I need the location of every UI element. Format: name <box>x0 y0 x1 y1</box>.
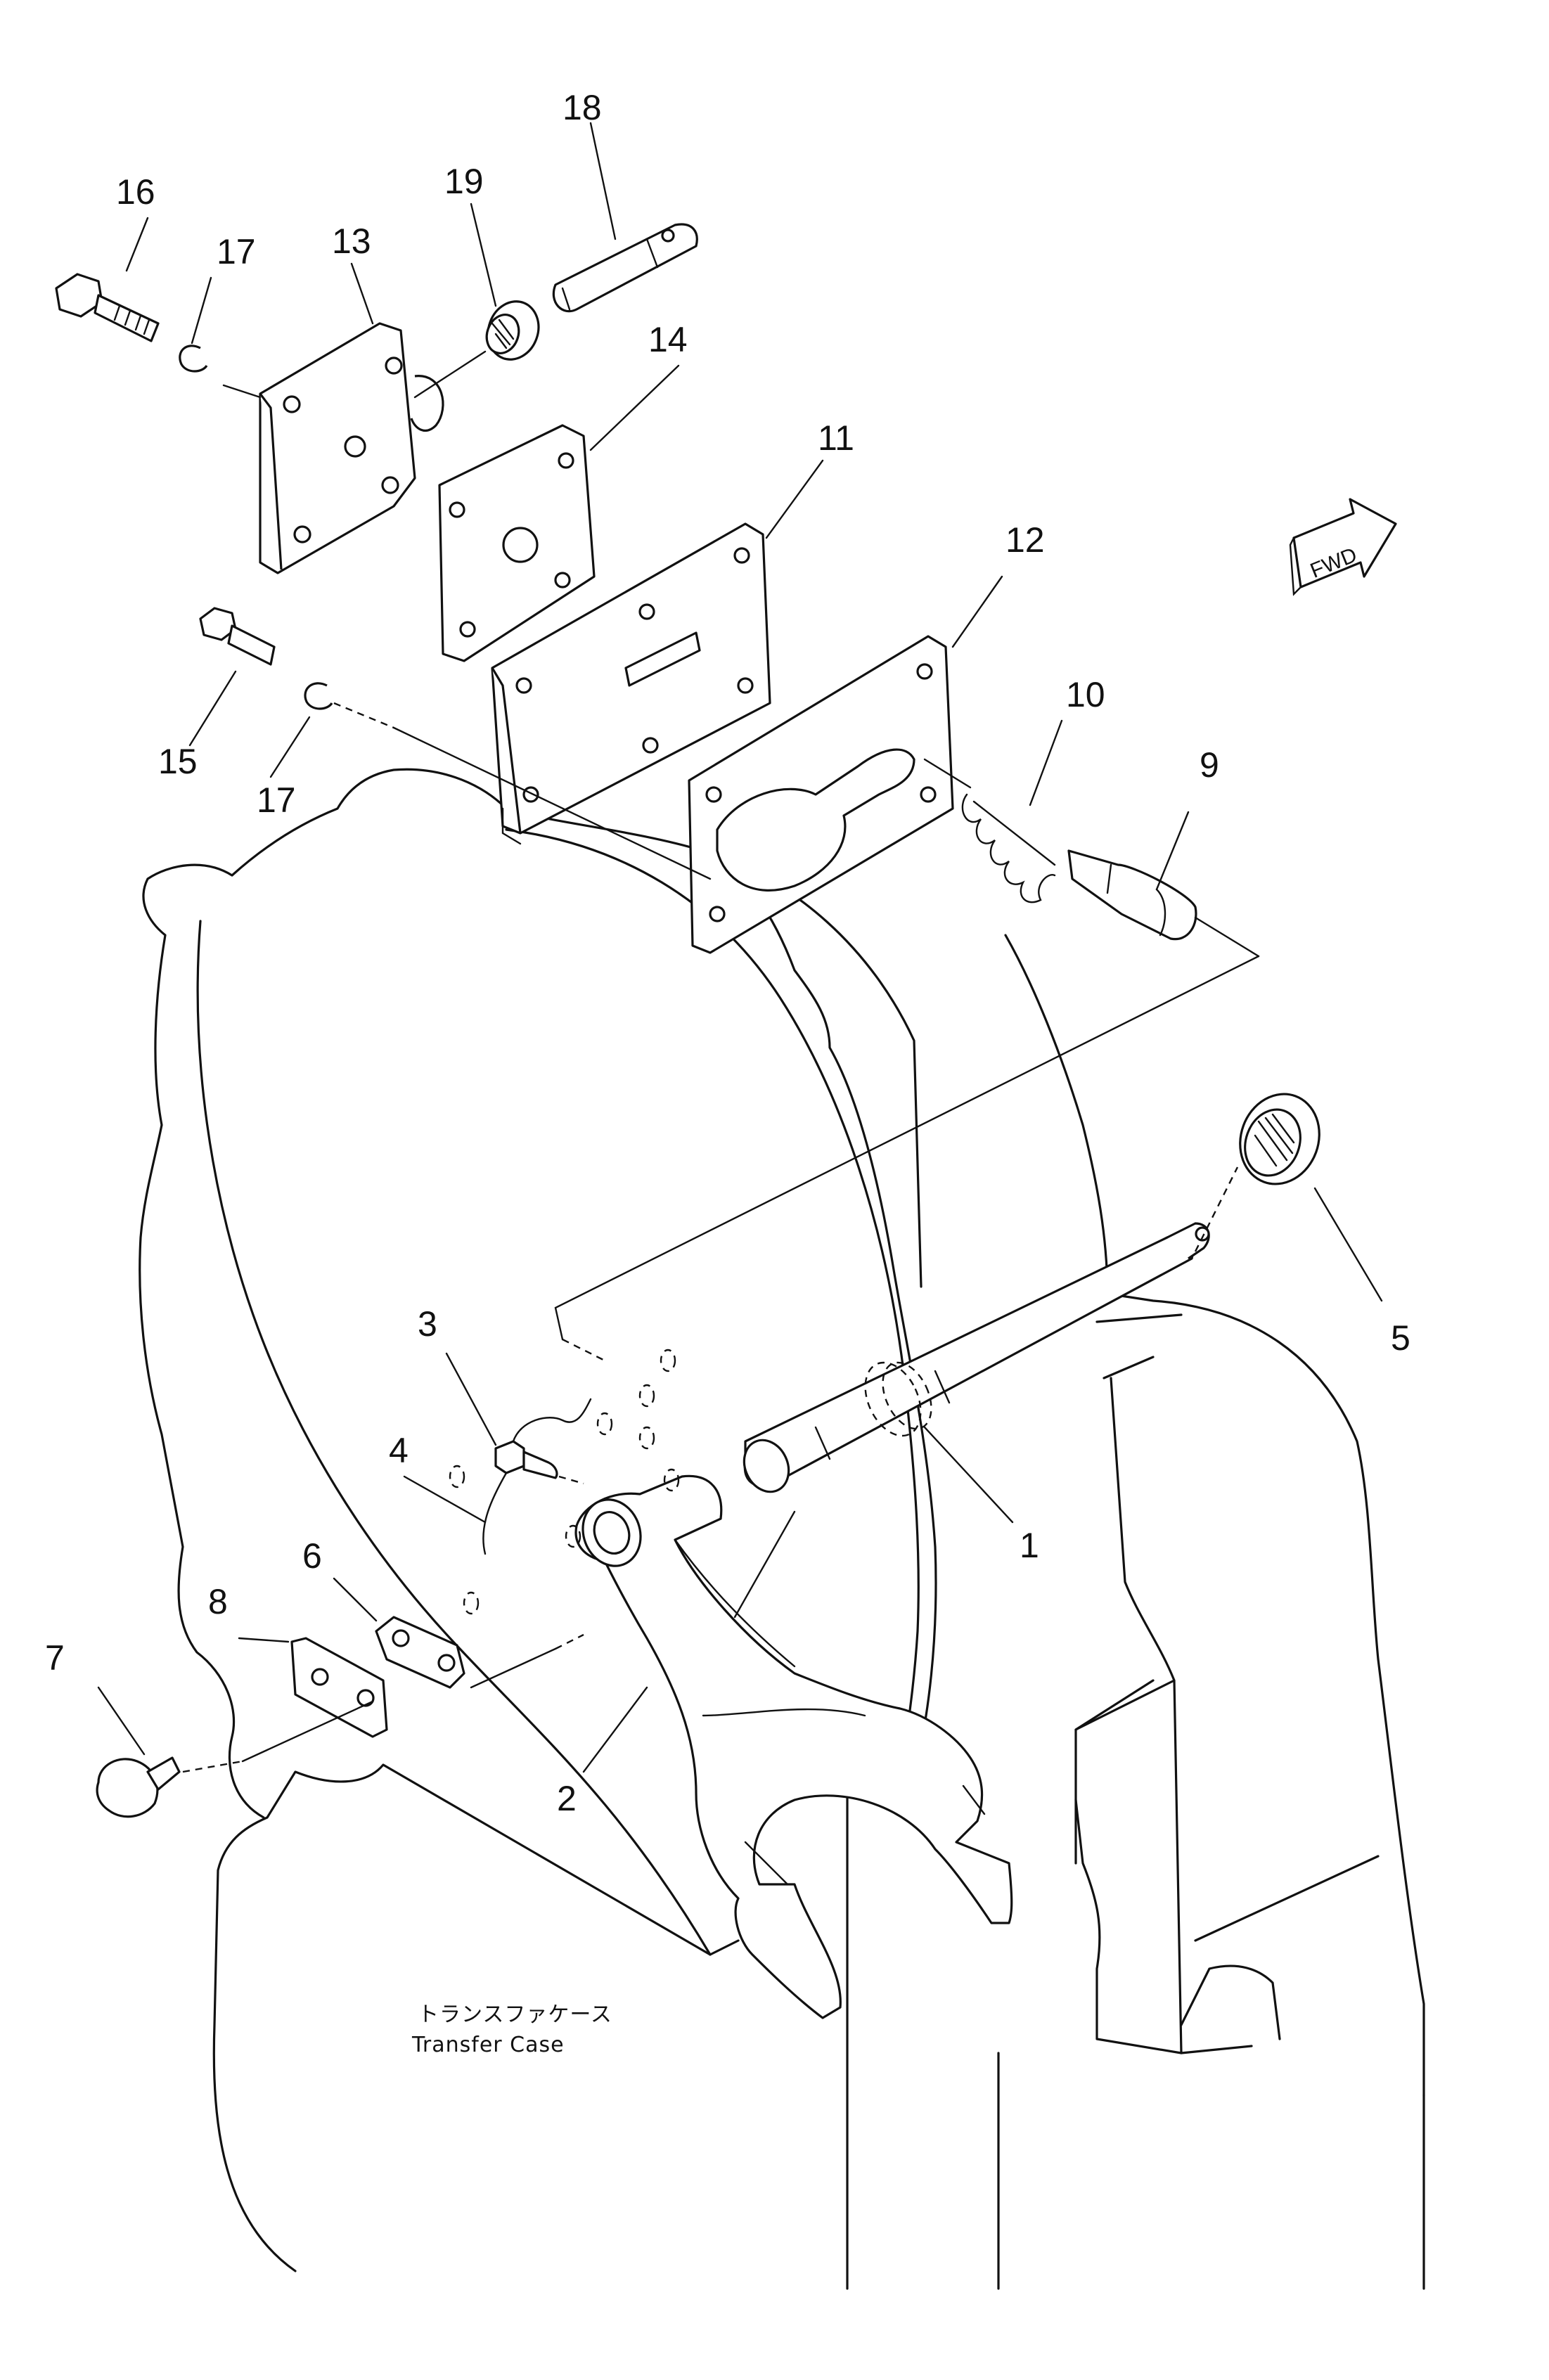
part-1-shift-shaft <box>743 1222 1210 1493</box>
part-7-bolt <box>96 1756 181 1818</box>
label-part-8: 8 <box>208 1582 228 1621</box>
part-6-plate <box>375 1616 465 1689</box>
label-part-1: 1 <box>1020 1526 1039 1565</box>
label-part-14: 14 <box>648 320 688 359</box>
label-part-11: 11 <box>818 418 854 458</box>
caption-english: Transfer Case <box>411 2033 565 2057</box>
case-caption: トランスファケース Transfer Case <box>411 2002 612 2057</box>
part-5-seal <box>1239 1093 1320 1185</box>
part-11-plate <box>491 522 771 845</box>
label-part-13: 13 <box>332 221 371 261</box>
label-part-9: 9 <box>1200 745 1219 785</box>
part-8-lock-plate <box>290 1637 388 1738</box>
part-2-shift-fork <box>574 1474 1013 2019</box>
part-16-bolt <box>55 273 160 342</box>
caption-japanese: トランスファケース <box>418 2002 612 2027</box>
part-10-spring <box>961 793 1056 903</box>
label-part-15: 15 <box>158 742 198 781</box>
fwd-direction-arrow: FWD <box>1289 498 1397 596</box>
label-part-4: 4 <box>389 1431 409 1470</box>
leader-lines <box>97 122 1383 1773</box>
part-18-shaft <box>552 223 698 313</box>
part-12-gasket <box>688 635 954 954</box>
label-part-6: 6 <box>302 1536 322 1576</box>
part-9-pin <box>1067 849 1197 941</box>
part-17-washer-upper <box>179 345 208 373</box>
label-part-5: 5 <box>1391 1318 1410 1358</box>
label-part-16: 16 <box>116 172 155 212</box>
part-19-seal <box>485 300 540 361</box>
assembly-lines <box>182 350 1260 1773</box>
part-4-wire <box>482 1472 508 1555</box>
part-13-cover <box>259 322 444 574</box>
label-part-2: 2 <box>557 1779 577 1818</box>
part-15-bolt <box>199 607 276 666</box>
label-part-18: 18 <box>563 88 602 127</box>
case-bolt-holes <box>449 1349 680 1615</box>
part-3-switch <box>494 1398 592 1479</box>
transfer-case-housing <box>139 768 1425 2290</box>
label-part-3: 3 <box>418 1304 437 1344</box>
part-17-washer-lower <box>304 682 333 710</box>
label-part-10: 10 <box>1066 675 1105 714</box>
label-part-19: 19 <box>444 162 484 201</box>
part-labels: 1 2 3 4 5 6 7 8 9 10 11 12 13 14 15 16 1… <box>45 88 1410 1818</box>
label-part-12: 12 <box>1005 520 1045 560</box>
label-part-7: 7 <box>45 1638 65 1678</box>
label-part-17-upper: 17 <box>217 232 256 271</box>
label-part-17-lower: 17 <box>257 780 296 820</box>
part-14-gasket <box>438 424 596 662</box>
